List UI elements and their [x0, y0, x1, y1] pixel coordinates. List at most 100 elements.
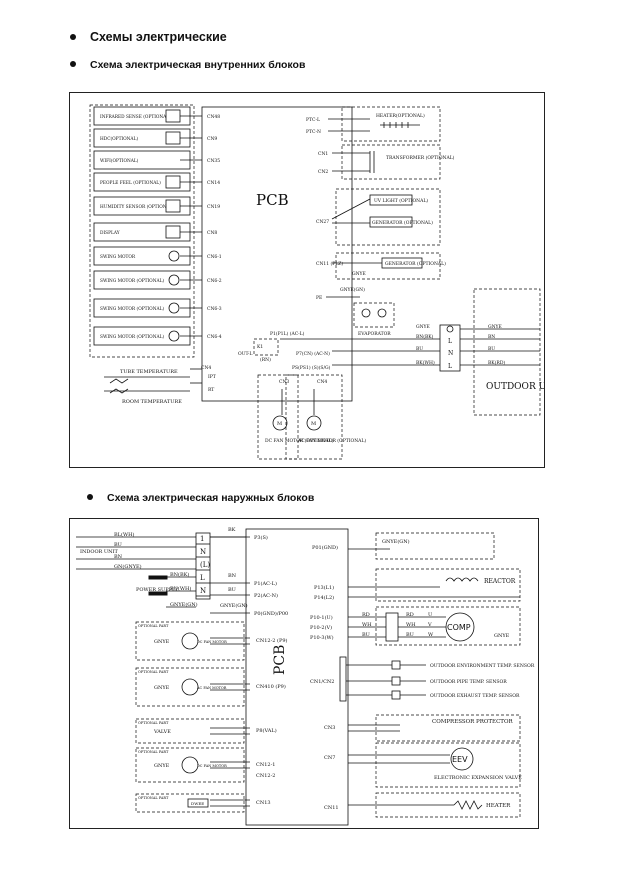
right-gnye-gn-label: GNYE(GN) — [382, 538, 410, 545]
outdoor-terminal-block — [195, 532, 211, 600]
module-gnye-label: GNYE — [154, 763, 170, 769]
outdoor-pcb-box — [245, 528, 349, 826]
reactor-label: REACTOR — [484, 578, 516, 585]
gnye-label: GNYE — [352, 271, 366, 277]
port-label: P0(GND)/P00 — [254, 610, 288, 617]
terminal-wire-label: BN(BK) — [416, 333, 434, 340]
wire-label: BL(WH) — [114, 531, 134, 538]
reactor-coil-icon — [445, 577, 479, 582]
uvw-label: W — [428, 632, 434, 638]
terminal-wire-label: BK(WH) — [416, 359, 435, 366]
indoor-wiring-diagram: PCB INFRARED SENSE (OPTIONAL)CN48HDC(OPT… — [89, 104, 564, 460]
module-label: SWING MOTOR (OPTIONAL) — [100, 307, 164, 312]
terminal-letter: N — [200, 548, 206, 556]
optional-part-box — [135, 718, 245, 744]
connector-label: P8(VAL) — [256, 727, 277, 734]
ground-icon — [361, 308, 371, 318]
cn11-label: CN11 (PLZ) — [316, 260, 343, 267]
ac-fan-box — [285, 374, 343, 460]
transformer-icon — [369, 151, 375, 173]
swing-motor-icon — [168, 250, 180, 262]
outdoor-wire-label: BK(RD) — [488, 359, 505, 366]
p10-label: P10-1(U) — [310, 614, 333, 621]
sensor-cn-label: CN4 — [201, 365, 211, 371]
bk-label: BK — [228, 527, 236, 533]
outdoor-terminal: 1N(L)LN — [196, 535, 210, 597]
power-supply-label: POWER SUPPLY — [136, 587, 179, 593]
optional-part-label: OPTIONAL PART — [138, 670, 169, 674]
room-temperature-label: ROOM TEMPERATURE — [122, 399, 182, 405]
port-label: P3(S) — [254, 534, 268, 541]
heater-box — [375, 792, 521, 818]
generator2-box — [335, 252, 441, 280]
terminal-letter: L — [448, 338, 452, 345]
compressor-box — [375, 606, 521, 646]
generator-label: GENERATOR (OPTIONAL) — [372, 219, 433, 226]
motor-m-label: M — [277, 421, 282, 427]
cn1-label: CN1 — [318, 151, 328, 157]
terminal-letter: N — [448, 350, 453, 357]
module-label: SWING MOTOR (OPTIONAL) — [100, 335, 164, 340]
eev-icon — [450, 747, 474, 771]
connector-label: CN19 — [207, 204, 220, 210]
module-label: INFRARED SENSE (OPTIONAL) — [100, 115, 171, 120]
uvw-label: V — [427, 622, 432, 628]
connector-label: CN12-2 (P9) — [256, 637, 288, 644]
sensor-label: OUTDOOR EXHAUST TEMP. SENSOR — [430, 693, 520, 699]
wire-color-label: RD — [406, 612, 414, 618]
connector-label: CN6-2 — [207, 278, 222, 284]
terminal-letter: (L) — [200, 561, 210, 569]
sensor-ipt-label: IPT — [208, 374, 216, 380]
sensor-icon — [109, 388, 129, 394]
connector-label: CN6-3 — [207, 306, 222, 312]
ptc-l-label: PTC-L — [306, 117, 320, 123]
dc-fan-motor-label: DC FAN MOTOR (OPTIONAL) — [265, 437, 334, 444]
p7-label: P7(CN) (AC-N) — [296, 350, 330, 357]
sensor-icon — [391, 690, 401, 700]
module-icon — [165, 131, 181, 145]
comp-label: COMP — [447, 623, 471, 632]
module-label: HDC(OPTIONAL) — [100, 137, 138, 142]
terminal-letter: L — [200, 574, 205, 582]
wire-color-label: WH — [406, 622, 416, 628]
bn-label: BN — [228, 573, 237, 579]
tube-temperature-label: TUBE TEMPERATURE — [120, 369, 178, 375]
indoor-left-panel — [89, 104, 195, 358]
terminal-letter: N — [200, 587, 206, 595]
connector-label: CN9 — [207, 136, 217, 142]
uv-light-label: UV LIGHT (OPTIONAL) — [374, 197, 428, 204]
heading-main: Схемы электрические — [70, 30, 227, 44]
heater-box — [341, 106, 441, 142]
module-icon — [165, 175, 181, 189]
out-l-label: OUT-L — [238, 351, 252, 357]
outdoor-wire-label: GNYE — [488, 324, 502, 330]
generator2-label: GENERATOR (OPTIONAL) — [385, 260, 446, 267]
bullet-icon — [70, 33, 76, 40]
module-label: SWING MOTOR — [100, 255, 136, 260]
power-wire-label: GNYE(GN) — [170, 601, 198, 608]
module-gnye-label: VALVE — [153, 729, 171, 735]
terminal-letter: L — [448, 363, 452, 370]
cn4b-label: CN4 — [317, 379, 327, 385]
sensor-icon — [109, 378, 129, 384]
optional-part-box — [135, 621, 245, 661]
connector-label: CN12-1 — [256, 762, 275, 768]
outdoor-unit-box — [473, 288, 541, 416]
relay-box — [253, 338, 279, 356]
reactor-box — [375, 568, 521, 602]
wire-color-label: BU — [362, 632, 370, 638]
terminal-letter: 1 — [200, 535, 204, 543]
cn2-label: CN2 — [318, 169, 328, 175]
gnye-gn-label: GNYE(GN) — [340, 286, 365, 293]
eev-box — [375, 742, 521, 788]
ptc-n-label: PTC-N — [306, 129, 321, 135]
module-box — [187, 798, 209, 808]
bullet-icon — [70, 61, 76, 68]
port-label: P2(AC-N) — [254, 592, 278, 599]
indoor-left-modules: INFRARED SENSE (OPTIONAL)CN48HDC(OPTIONA… — [93, 106, 222, 346]
swing-motor-icon — [168, 302, 180, 314]
